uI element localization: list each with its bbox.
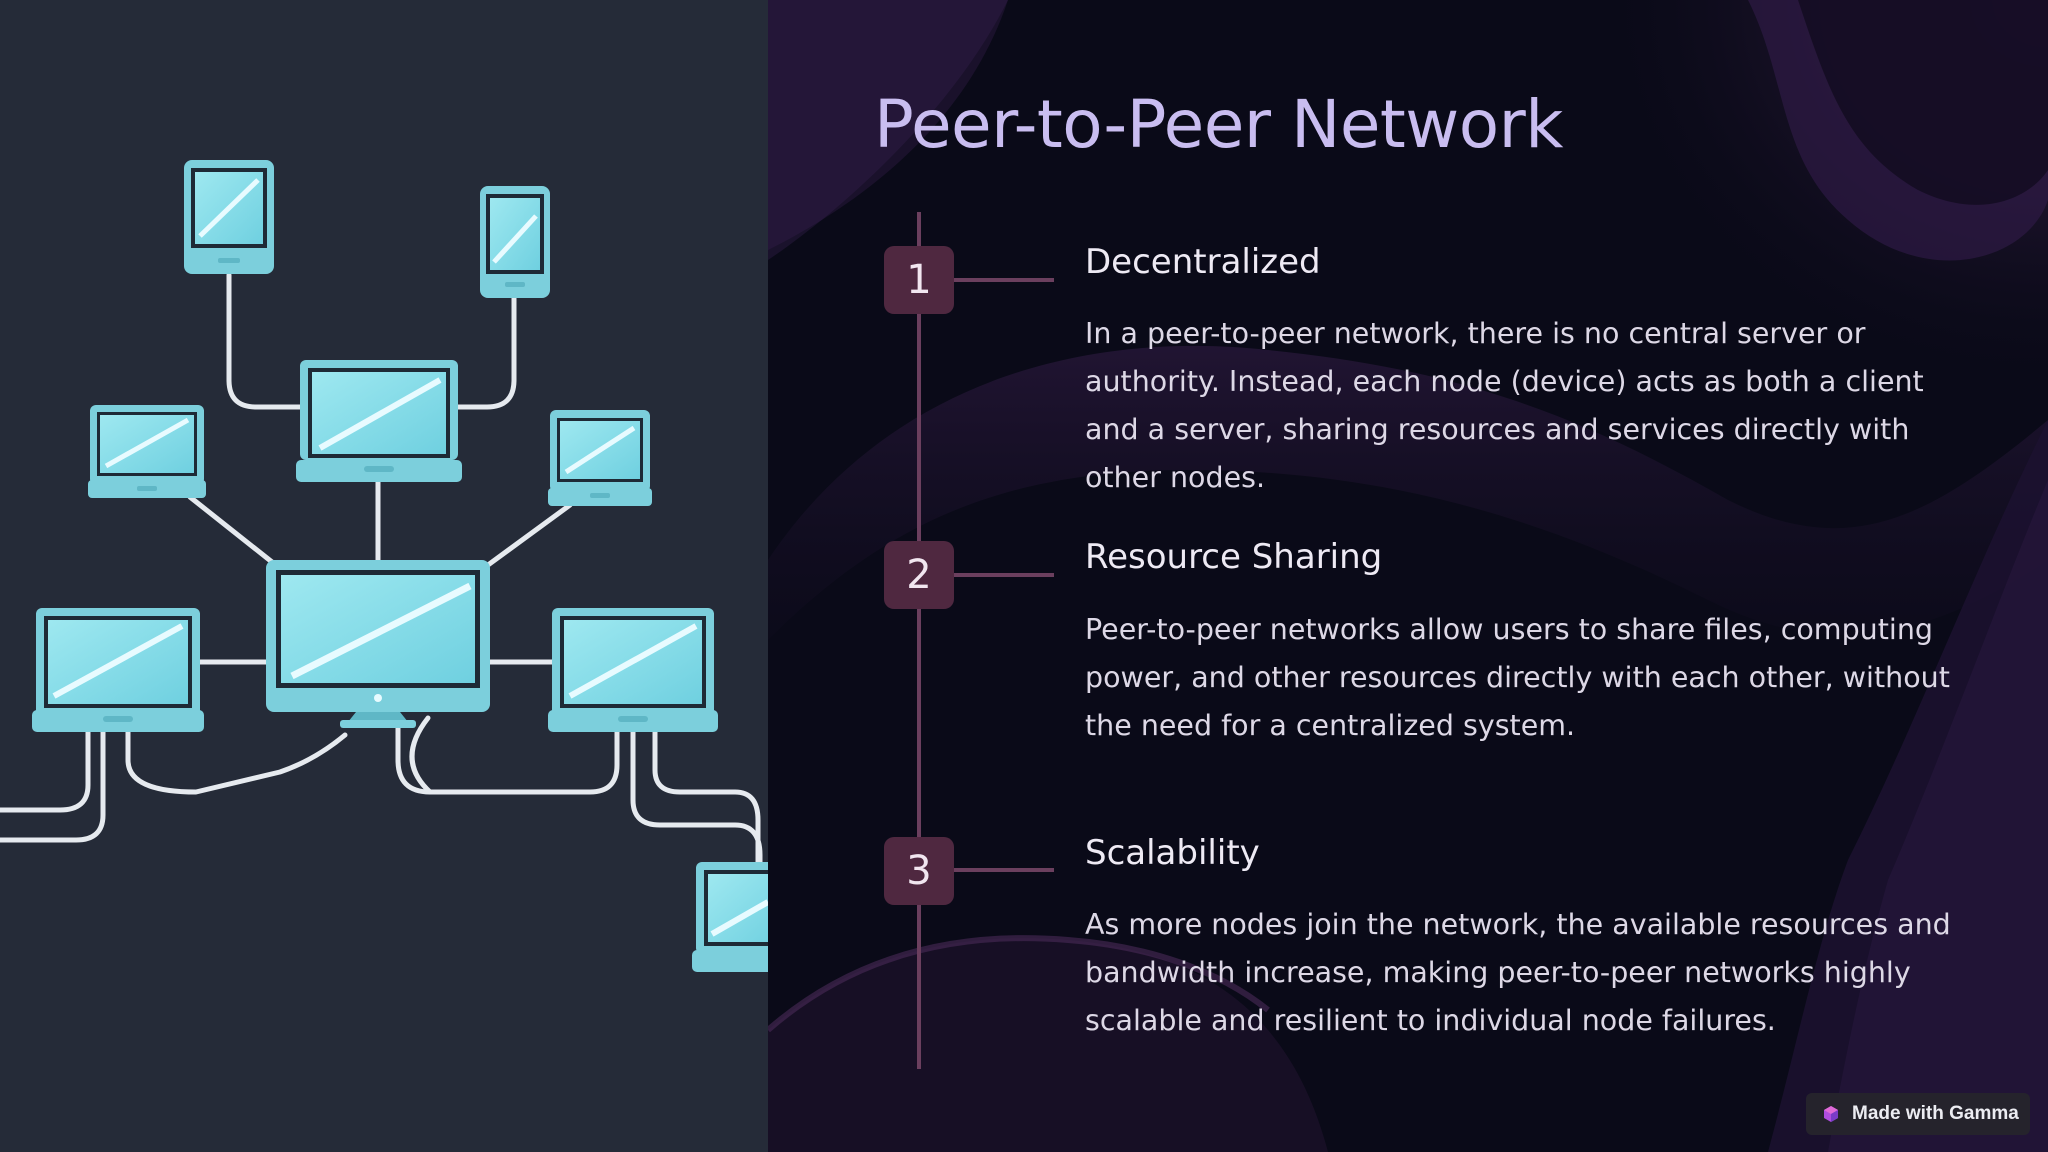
laptop-device — [692, 862, 768, 972]
laptop-device — [296, 360, 462, 482]
step-heading-scalability: Scalability — [1085, 833, 1260, 873]
laptop-device — [32, 608, 204, 732]
tablet-device — [184, 160, 274, 274]
made-with-gamma-label: Made with Gamma — [1852, 1103, 2019, 1124]
laptop-device — [548, 608, 718, 732]
step-connector — [954, 278, 1054, 282]
gamma-logo-icon — [1824, 1106, 1838, 1122]
phone-device — [480, 186, 550, 298]
laptop-device — [548, 410, 652, 506]
step-heading-resource-sharing: Resource Sharing — [1085, 537, 1383, 577]
step-description-decentralized: In a peer-to-peer network, there is no c… — [1085, 317, 1924, 494]
laptop-device — [88, 405, 206, 498]
network-devices-illustration — [0, 160, 768, 972]
step-number-badge: 1 — [884, 246, 954, 314]
step-description-resource-sharing: Peer-to-peer networks allow users to sha… — [1085, 613, 1950, 742]
slide-title: Peer-to-Peer Network — [874, 86, 1564, 163]
step-heading-decentralized: Decentralized — [1085, 242, 1321, 282]
step-connector — [954, 868, 1054, 872]
network-illustration-panel — [0, 0, 768, 1152]
network-cables — [0, 272, 763, 873]
step-description-scalability: As more nodes join the network, the avai… — [1085, 908, 1951, 1037]
timeline-line — [917, 212, 921, 1069]
step-number-badge: 3 — [884, 837, 954, 905]
step-connector — [954, 573, 1054, 577]
made-with-gamma-badge[interactable]: Made with Gamma — [1806, 1093, 2030, 1135]
monitor-device — [266, 560, 490, 728]
step-number-badge: 2 — [884, 541, 954, 609]
